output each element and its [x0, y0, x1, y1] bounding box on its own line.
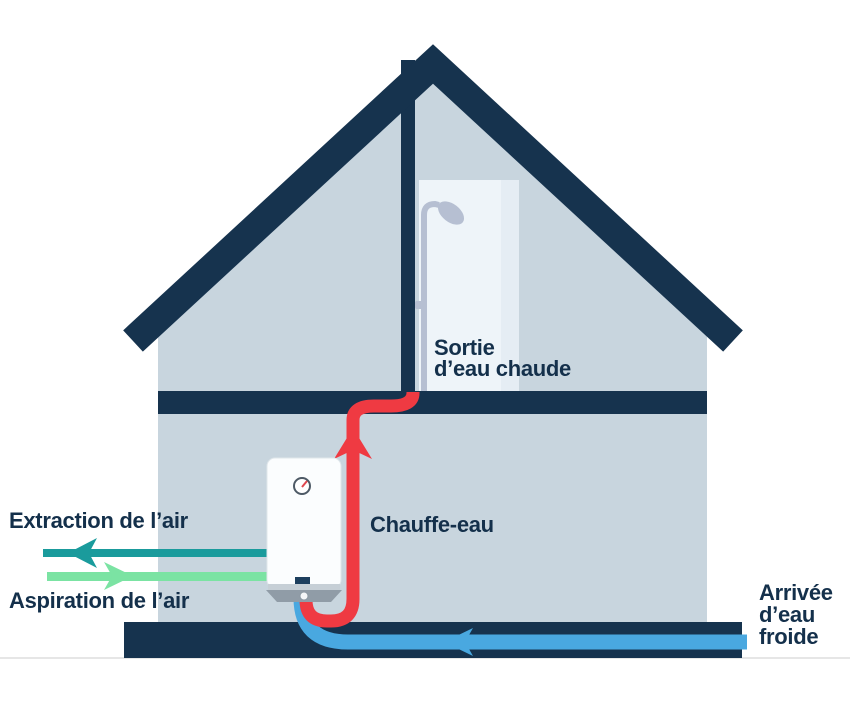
- extraction-air-arrow: [43, 538, 272, 568]
- hot-water-pipe: [299, 392, 420, 628]
- attic-wall: [401, 60, 415, 391]
- label-sortie-eau-chaude: Sortie d’eau chaude: [434, 335, 571, 381]
- arrow-right-icon: [104, 562, 133, 590]
- aspiration-air-arrow: [47, 562, 272, 590]
- label-chauffe-eau: Chauffe-eau: [370, 512, 494, 537]
- label-aspiration-air: Aspiration de l’air: [9, 588, 190, 613]
- ceiling-band: [158, 391, 707, 414]
- extraction-arrow-shaft: [43, 549, 272, 557]
- water-heater-icon: [266, 457, 342, 602]
- label-extraction-air: Extraction de l’air: [9, 508, 188, 533]
- gauge-needle: [301, 480, 308, 488]
- heater-drain-valve: [299, 591, 309, 601]
- heater-connector-tab: [295, 577, 310, 584]
- aspiration-arrow-shaft: [47, 572, 272, 581]
- arrow-up-icon: [334, 428, 372, 459]
- shower-panel-shade: [501, 180, 519, 391]
- hot-pipe-path: [299, 392, 420, 628]
- arrow-left-icon: [68, 538, 97, 568]
- shower-head: [437, 201, 465, 225]
- heater-base-lip: [268, 584, 340, 590]
- roof: [123, 44, 743, 352]
- arrow-left-icon: [444, 628, 473, 656]
- label-arrivee-eau-froide: Arrivée d’eau froide: [759, 580, 833, 649]
- shower-icon: [415, 200, 465, 391]
- shower-riser-pipe: [421, 200, 440, 391]
- shower-handle: [415, 301, 424, 309]
